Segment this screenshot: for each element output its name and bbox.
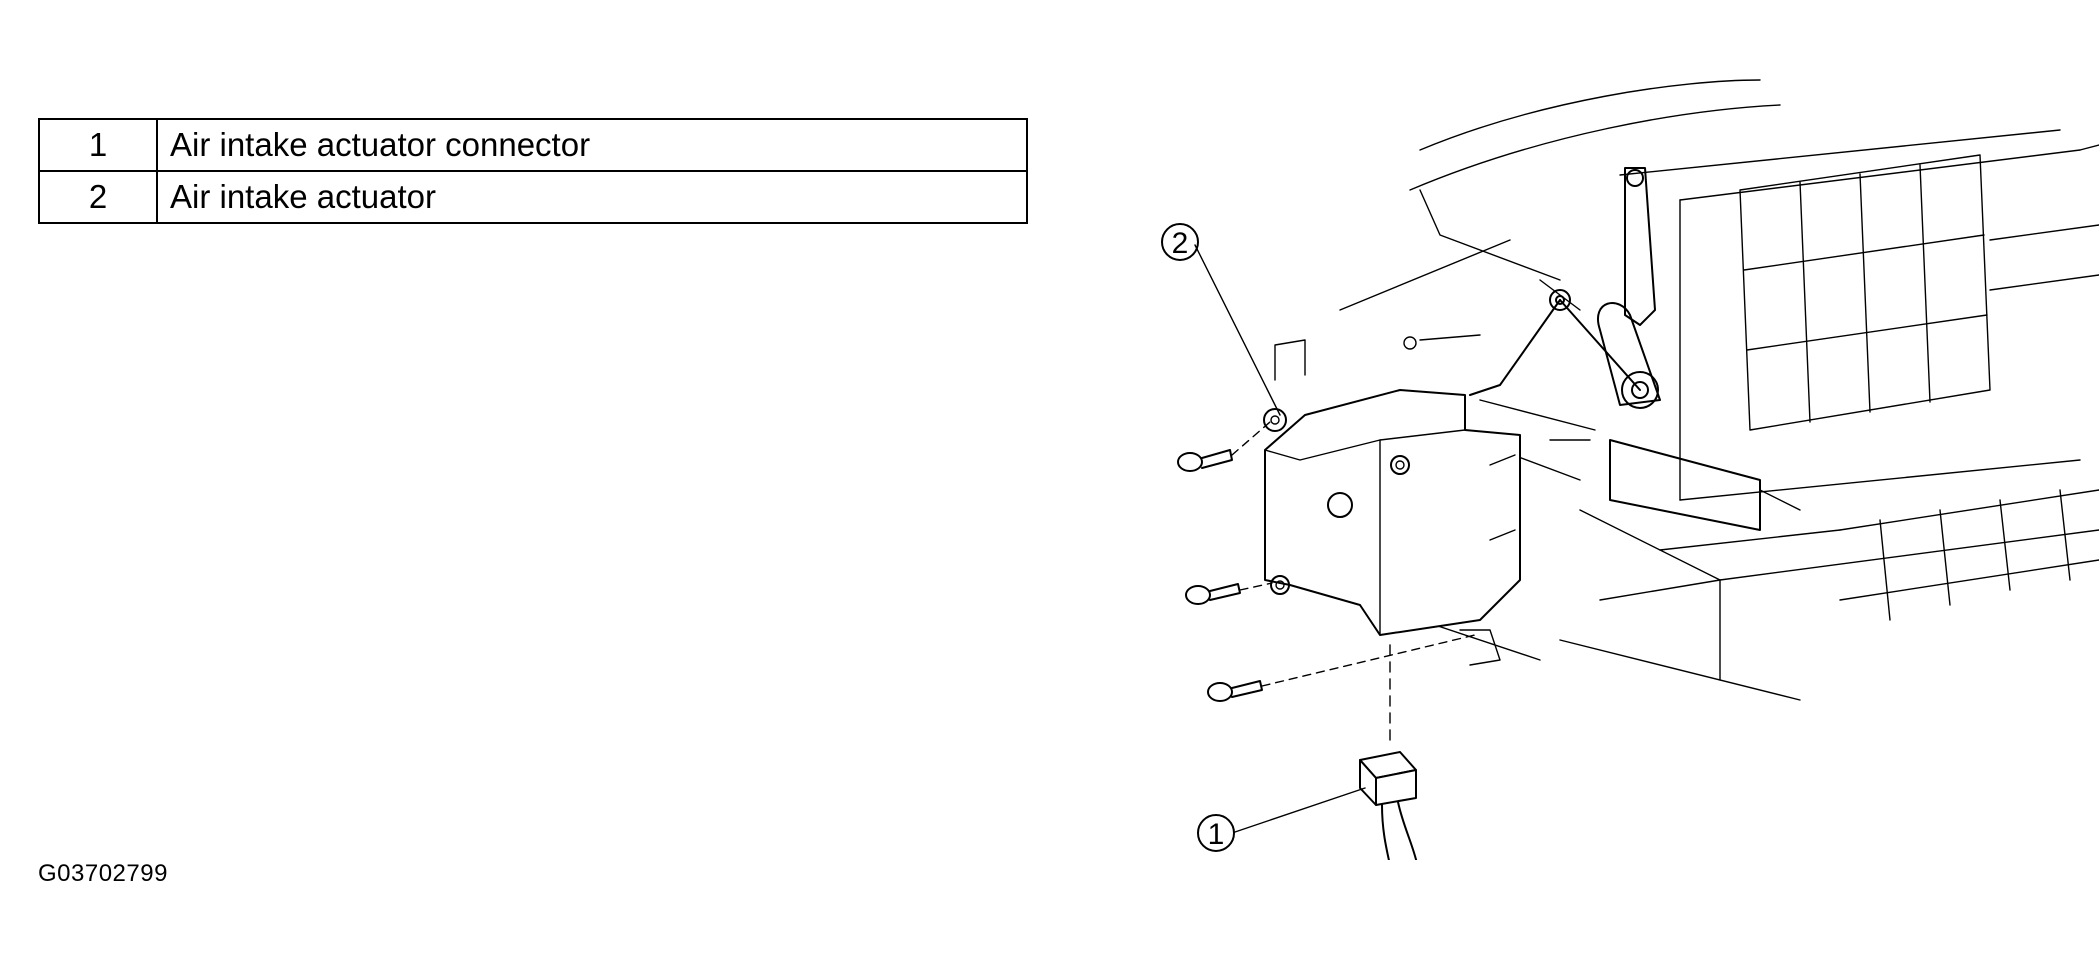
legend-label: Air intake actuator connector — [156, 118, 1028, 172]
legend-number: 1 — [38, 118, 158, 172]
actuator-connector — [1359, 644, 1418, 860]
callout-number: 1 — [1208, 818, 1225, 851]
callout-number: 2 — [1172, 227, 1189, 260]
legend-label: Air intake actuator — [156, 170, 1028, 224]
legend-row: 1 Air intake actuator connector — [38, 118, 1028, 172]
figure-id: G03702799 — [38, 860, 168, 887]
callout-1: 1 — [1197, 814, 1235, 852]
air-intake-actuator — [1263, 339, 1521, 666]
callout-2: 2 — [1161, 223, 1199, 261]
hvac-housing — [1339, 79, 2099, 701]
parts-legend-table: 1 Air intake actuator connector 2 Air in… — [38, 118, 1028, 224]
door-linkage — [1403, 167, 1761, 531]
actuator-diagram: 2 1 — [1120, 60, 2099, 860]
actuator-drawing: 2 1 — [1161, 79, 2099, 860]
legend-row: 2 Air intake actuator — [38, 170, 1028, 224]
callout-leaders — [1194, 244, 1366, 833]
mounting-screws — [1177, 421, 1476, 702]
legend-number: 2 — [38, 170, 158, 224]
